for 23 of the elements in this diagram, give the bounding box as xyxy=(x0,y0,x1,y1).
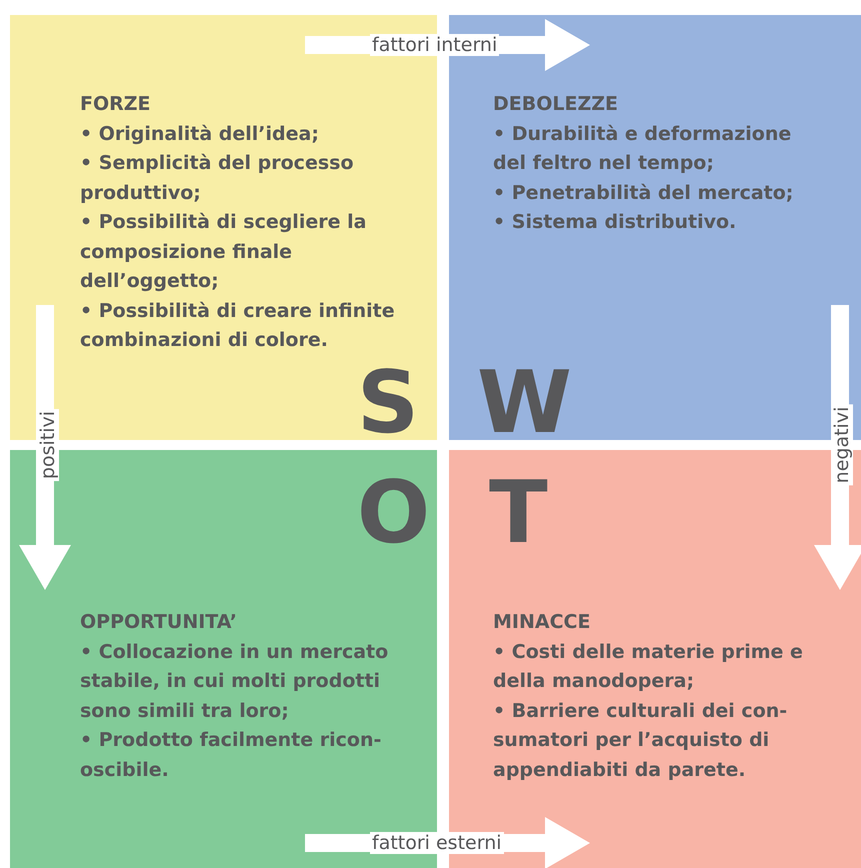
bullet-point: • Durabilità e deformazione del feltro nel tempo; xyxy=(493,122,792,176)
quadrant-letter: T xyxy=(489,470,548,556)
bullet-point: • Semplicità del processo produttivo; xyxy=(80,151,355,206)
quadrant-heading: FORZE xyxy=(80,92,151,117)
quadrant-heading: DEBOLEZZE xyxy=(493,92,618,117)
bullet-point: • Sistema distributivo. xyxy=(493,210,736,235)
quadrant-letter: O xyxy=(357,470,430,556)
bullet-point: • Possibilità di scegliere la composizione finale dell’oggetto; xyxy=(80,210,368,294)
bullet-point: • Collocazione in un mercato stabile, in cui molti prodotti sono simili tra loro; xyxy=(80,640,390,724)
bullet-point: • Penetrabilità del mercato; xyxy=(493,180,794,206)
quadrant-heading: MINACCE xyxy=(493,610,590,635)
bullet-point: • Barriere culturali dei con- sumatori per l’acquisto di appendiabiti da parete. xyxy=(493,698,788,782)
quadrant-heading: OPPORTUNITA’ xyxy=(80,610,237,635)
edge-label: positivi xyxy=(37,408,59,482)
edge-label: negativi xyxy=(831,404,853,486)
quadrant-letter: W xyxy=(477,360,572,446)
bullet-point: • Prodotto facilmente ricon- oscibile. xyxy=(80,728,382,782)
bullet-point: • Originalità dell’idea; xyxy=(80,122,319,146)
quadrant-letter: S xyxy=(357,360,419,446)
edge-label: fattori esterni xyxy=(370,832,504,854)
bullet-point: • Possibilità di creare infinite combinazioni di colore. xyxy=(80,298,396,353)
bullet-point: • Costi delle materie prime e della manodopera; xyxy=(493,640,804,694)
edge-label: fattori interni xyxy=(370,34,500,56)
